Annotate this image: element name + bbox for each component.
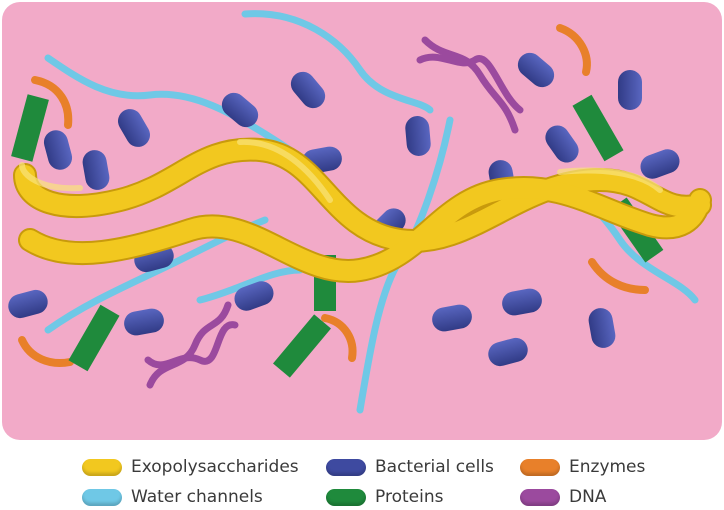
- legend-item-proteins: Proteins: [326, 484, 443, 510]
- exopolysaccharide: [20, 178, 710, 281]
- bacterial-cell-swatch-icon: [326, 458, 366, 476]
- protein: [68, 304, 120, 372]
- enzymes: [18, 24, 649, 367]
- biofilm-illustration: [2, 2, 722, 440]
- dna-strands: [144, 36, 524, 389]
- legend-label: Proteins: [375, 487, 444, 507]
- bacterial-cell: [618, 70, 642, 110]
- legend-item-bacterial-cells: Bacterial cells: [326, 454, 494, 480]
- enzyme: [588, 258, 649, 294]
- bacterial-cell: [118, 109, 150, 147]
- bacterial-cell: [588, 308, 616, 348]
- bacterial-cell: [43, 130, 73, 170]
- bacterial-cells: [8, 52, 680, 367]
- protein: [273, 314, 331, 378]
- legend-label: Water channels: [131, 487, 263, 507]
- water-channel: [196, 266, 304, 304]
- bacterial-cell: [545, 125, 579, 163]
- enzyme: [18, 336, 74, 367]
- bacterial-cell: [234, 281, 274, 311]
- bacterial-cell: [405, 116, 431, 156]
- exopolysaccharide: [15, 139, 710, 251]
- protein-swatch-icon: [326, 488, 366, 506]
- bacterial-cell: [517, 52, 555, 88]
- water-channel: [241, 10, 434, 114]
- legend-item-exopolysaccharides: Exopolysaccharides: [82, 454, 299, 480]
- legend-label: DNA: [569, 487, 607, 507]
- exopolysaccharide-strands: [13, 137, 712, 283]
- legend-label: Enzymes: [569, 457, 646, 477]
- legend-item-dna: DNA: [520, 484, 606, 510]
- legend-label: Exopolysaccharides: [131, 457, 299, 477]
- enzyme: [31, 76, 73, 129]
- dna: [416, 36, 524, 134]
- water-channel-swatch-icon: [82, 488, 122, 506]
- legend: Exopolysaccharides Bacterial cells Enzym…: [0, 445, 724, 510]
- bacterial-cell: [124, 308, 164, 336]
- bacterial-cell: [488, 337, 528, 367]
- bacterial-cell: [82, 150, 110, 190]
- enzyme: [556, 24, 591, 76]
- dna-swatch-icon: [520, 488, 560, 506]
- exopolysaccharide-swatch-icon: [82, 458, 122, 476]
- bacterial-cell: [290, 71, 326, 109]
- protein: [11, 94, 49, 162]
- enzyme: [321, 314, 357, 362]
- legend-label: Bacterial cells: [375, 457, 494, 477]
- dna: [144, 301, 239, 389]
- bacterial-cell: [221, 92, 259, 128]
- legend-item-enzymes: Enzymes: [520, 454, 645, 480]
- bacterial-cell: [8, 289, 48, 319]
- bacterial-cell: [432, 304, 472, 332]
- enzyme-swatch-icon: [520, 458, 560, 476]
- bacterial-cell: [640, 149, 680, 179]
- legend-item-water-channels: Water channels: [82, 484, 263, 510]
- protein: [572, 94, 624, 162]
- bacterial-cell: [502, 288, 542, 316]
